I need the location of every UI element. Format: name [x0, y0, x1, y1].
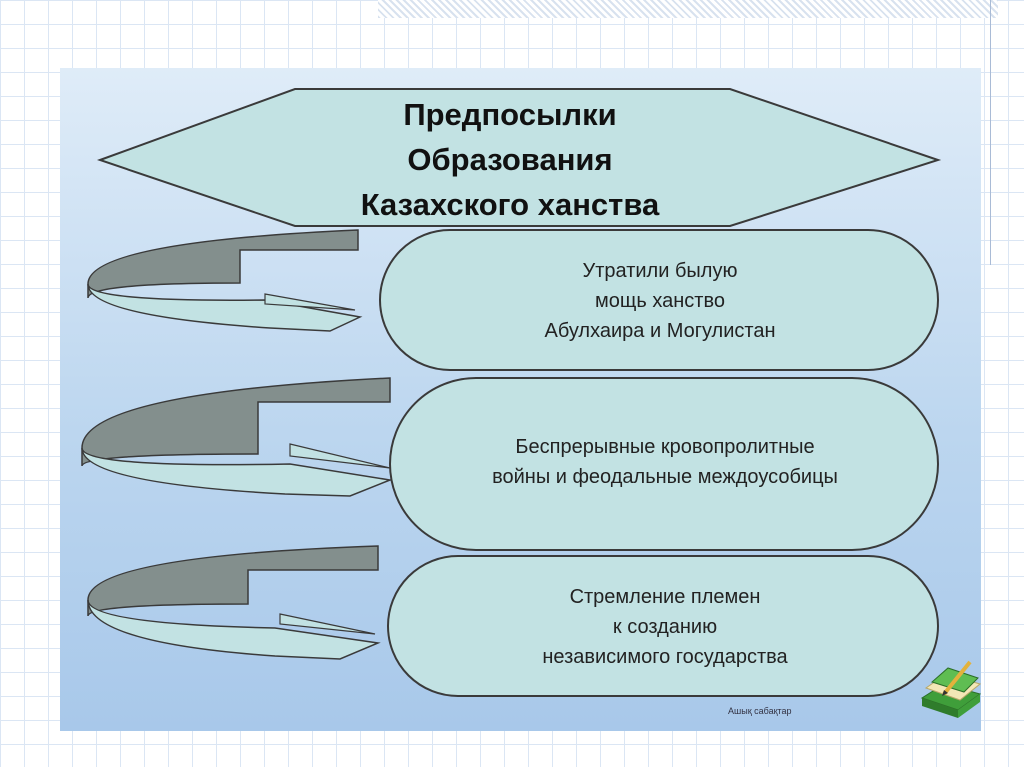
- oval-1: [379, 229, 939, 371]
- item-line: мощь ханство: [595, 290, 725, 312]
- curved-arrow-icon: [87, 229, 363, 332]
- item-line: Утратили былую: [582, 260, 738, 282]
- book-pencil-icon: [920, 660, 981, 718]
- item-line: к созданию: [612, 616, 718, 638]
- item-text-3: Стремление племен к созданию независимог…: [430, 582, 900, 672]
- title-line: Образования: [407, 142, 613, 177]
- curved-arrow-icon: [87, 545, 381, 660]
- decorative-top-strip: [378, 0, 998, 18]
- item-line: Абулхаира и Могулистан: [544, 320, 776, 342]
- item-line: Беспрерывные кровопролитные: [515, 436, 815, 458]
- item-text-2: Беспрерывные кровопролитные войны и феод…: [430, 432, 900, 492]
- item-line: независимого государства: [542, 646, 788, 668]
- item-line: Стремление племен: [569, 586, 761, 608]
- title-hexagon: [96, 88, 942, 227]
- curved-arrow-icon: [81, 377, 393, 497]
- title-line: Предпосылки: [403, 97, 617, 132]
- slide: Предпосылки Образования Казахского ханст…: [60, 68, 981, 731]
- decorative-rule: [990, 0, 991, 265]
- oval-2: [389, 377, 939, 551]
- item-text-1: Утратили былую мощь ханство Абулхаира и …: [430, 256, 890, 346]
- diagram-title: Предпосылки Образования Казахского ханст…: [300, 92, 720, 227]
- title-line: Казахского ханства: [360, 187, 660, 222]
- oval-3: [387, 555, 939, 697]
- footer-label: Ашық сабақтар: [728, 706, 792, 716]
- diagram-shapes: [81, 88, 942, 697]
- item-line: войны и феодальные междоусобицы: [492, 466, 838, 488]
